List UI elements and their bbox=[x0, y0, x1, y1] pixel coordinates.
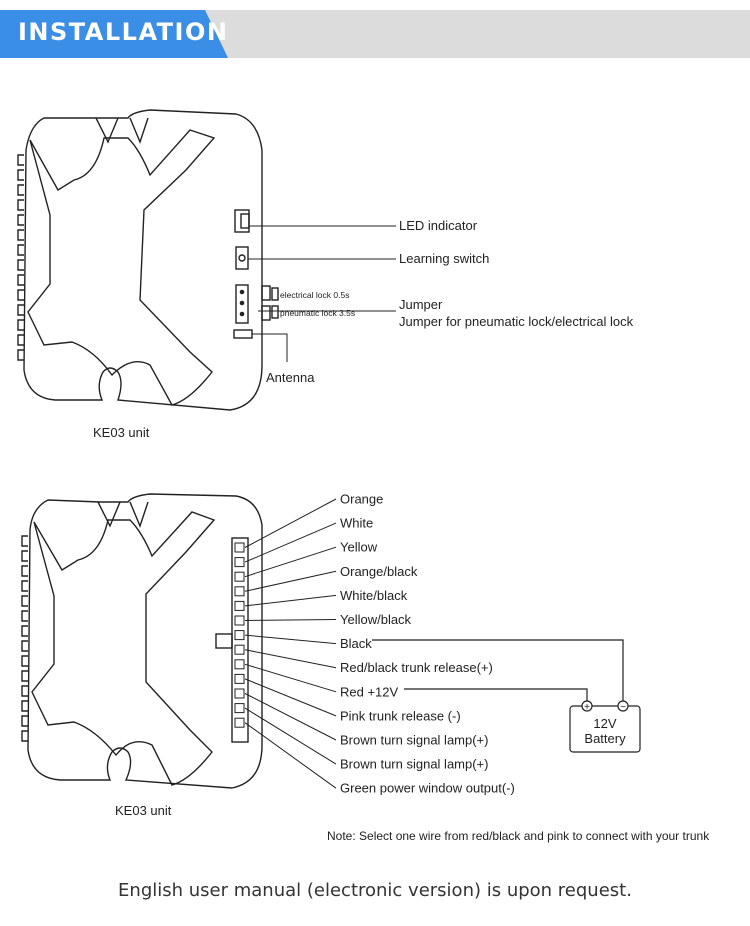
connector-pin bbox=[234, 717, 245, 728]
battery-label-voltage: 12V bbox=[593, 716, 616, 731]
label-led-indicator: LED indicator bbox=[399, 218, 478, 233]
wire-label: Orange/black bbox=[340, 564, 418, 579]
wire-line bbox=[244, 722, 337, 789]
connector-pin bbox=[234, 659, 245, 670]
wire-line bbox=[244, 570, 337, 592]
wire-line bbox=[244, 649, 337, 669]
wire-label: Brown turn signal lamp(+) bbox=[340, 733, 488, 748]
label-antenna: Antenna bbox=[266, 370, 315, 385]
wire-line bbox=[244, 663, 337, 693]
wire-line bbox=[244, 498, 337, 548]
footer-text: English user manual (electronic version)… bbox=[118, 880, 632, 901]
connector-pin bbox=[234, 630, 245, 641]
wire-label: Black bbox=[340, 636, 372, 651]
wire-label: White/black bbox=[340, 588, 408, 603]
battery-minus-symbol: − bbox=[620, 702, 626, 713]
wire-label: Red/black trunk release(+) bbox=[340, 660, 493, 675]
label-electrical-lock: electrical lock 0.5s bbox=[280, 290, 349, 300]
wire-label: Yellow/black bbox=[340, 612, 412, 627]
label-jumper-desc: Jumper for pneumatic lock/electrical loc… bbox=[399, 314, 634, 329]
label-pneumatic-lock: pneumatic lock 3.5s bbox=[280, 308, 355, 318]
unit1-drawing bbox=[17, 109, 279, 411]
header-banner bbox=[0, 10, 750, 58]
wire-line bbox=[244, 522, 337, 563]
wire-line bbox=[244, 693, 337, 741]
unit1-leader-lines bbox=[248, 225, 396, 362]
battery bbox=[372, 639, 641, 753]
connector-pin bbox=[234, 644, 245, 655]
unit2-caption: KE03 unit bbox=[115, 803, 172, 818]
page-title: INSTALLATION bbox=[18, 18, 229, 46]
unit2-drawing bbox=[21, 493, 263, 789]
wire-label: Brown turn signal lamp(+) bbox=[340, 757, 488, 772]
unit2-connector-pins bbox=[234, 542, 245, 728]
connector-pin bbox=[234, 673, 245, 684]
connector-pin bbox=[234, 688, 245, 699]
connector-pin bbox=[234, 615, 245, 626]
wire-line bbox=[244, 546, 337, 578]
connector-pin bbox=[234, 600, 245, 611]
wire-label: Yellow bbox=[340, 540, 378, 555]
wire-line bbox=[244, 678, 337, 717]
connector-pin bbox=[234, 557, 245, 568]
wire-label: Pink trunk release (-) bbox=[340, 708, 461, 723]
wire-line bbox=[244, 707, 337, 765]
connector-pin bbox=[234, 542, 245, 553]
label-learning-switch: Learning switch bbox=[399, 251, 489, 266]
wire-label: Red +12V bbox=[340, 684, 399, 699]
wire-line bbox=[244, 594, 337, 607]
connector-pin bbox=[234, 586, 245, 597]
label-jumper: Jumper bbox=[399, 297, 443, 312]
wire-label: Orange bbox=[340, 492, 383, 507]
unit2-wire-lines bbox=[244, 498, 337, 789]
unit2-wire-labels: OrangeWhiteYellowOrange/blackWhite/black… bbox=[340, 492, 515, 796]
connector-pin bbox=[234, 571, 245, 582]
wire-label: Green power window output(-) bbox=[340, 781, 515, 796]
connector-pin bbox=[234, 703, 245, 714]
wire-line bbox=[244, 619, 337, 621]
wire-line bbox=[244, 634, 337, 645]
battery-plus-symbol: + bbox=[584, 702, 590, 713]
trunk-note: Note: Select one wire from red/black and… bbox=[327, 829, 710, 843]
unit1-caption: KE03 unit bbox=[93, 425, 150, 440]
wire-label: White bbox=[340, 516, 373, 531]
battery-label-name: Battery bbox=[584, 731, 626, 746]
